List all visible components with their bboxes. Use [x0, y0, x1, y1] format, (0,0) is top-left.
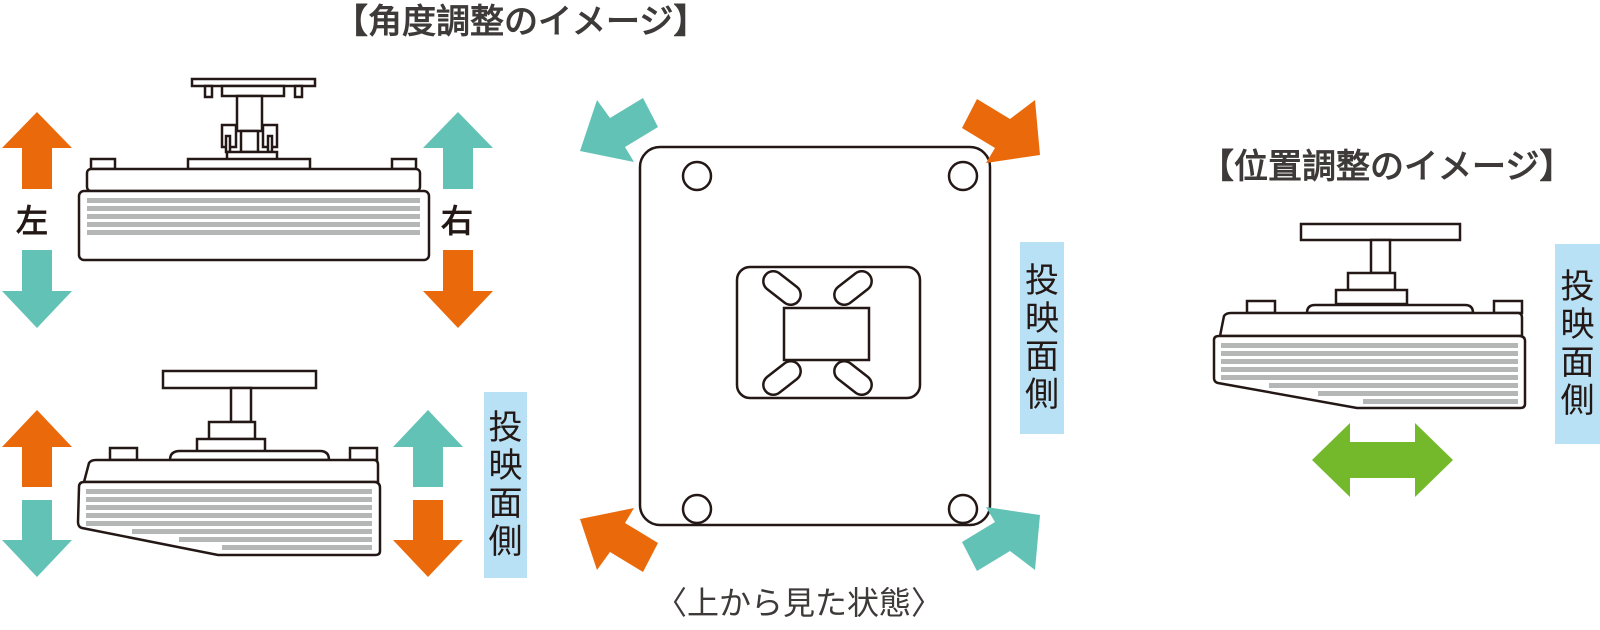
arrow-diag-teal-bottom-right [962, 507, 1040, 571]
arrow-horizontal-green [1312, 423, 1453, 497]
arrow-up-orange-side-left [2, 410, 72, 487]
projection-side-label-center: 投 映 面 側 [1020, 242, 1064, 434]
arrow-up-orange-left [2, 112, 72, 189]
arrow-down-teal-left [2, 250, 72, 328]
top-view-caption: 〈上から見た状態〉 [655, 584, 944, 622]
position-adjustment-title: 【位置調整のイメージ】 [1200, 147, 1574, 187]
projector-position-view [1212, 222, 1527, 410]
arrow-diag-orange-bottom-left [580, 508, 658, 572]
arrow-down-teal-side-left [2, 500, 72, 577]
arrow-up-teal-side-right [393, 410, 463, 487]
angle-adjustment-title: 【角度調整のイメージ】 [334, 2, 708, 42]
projection-side-label-right: 投 映 面 側 [1555, 244, 1600, 444]
label-left: 左 [16, 202, 49, 240]
projection-side-label-left: 投 映 面 側 [484, 392, 527, 578]
arrow-up-teal-right [423, 112, 493, 189]
vent-lines-position [1221, 343, 1518, 404]
arrow-down-orange-side-right [393, 500, 463, 577]
arrow-down-orange-right [423, 250, 493, 328]
mount-plate-top-view [638, 145, 992, 527]
projector-side-view [76, 369, 382, 557]
mount-slots [762, 269, 873, 397]
label-right: 右 [441, 202, 474, 240]
vent-lines-front [87, 198, 420, 235]
arrow-diag-teal-top-left [580, 98, 658, 162]
arrow-diag-orange-top-right [962, 99, 1040, 163]
vent-lines-side [86, 489, 372, 550]
